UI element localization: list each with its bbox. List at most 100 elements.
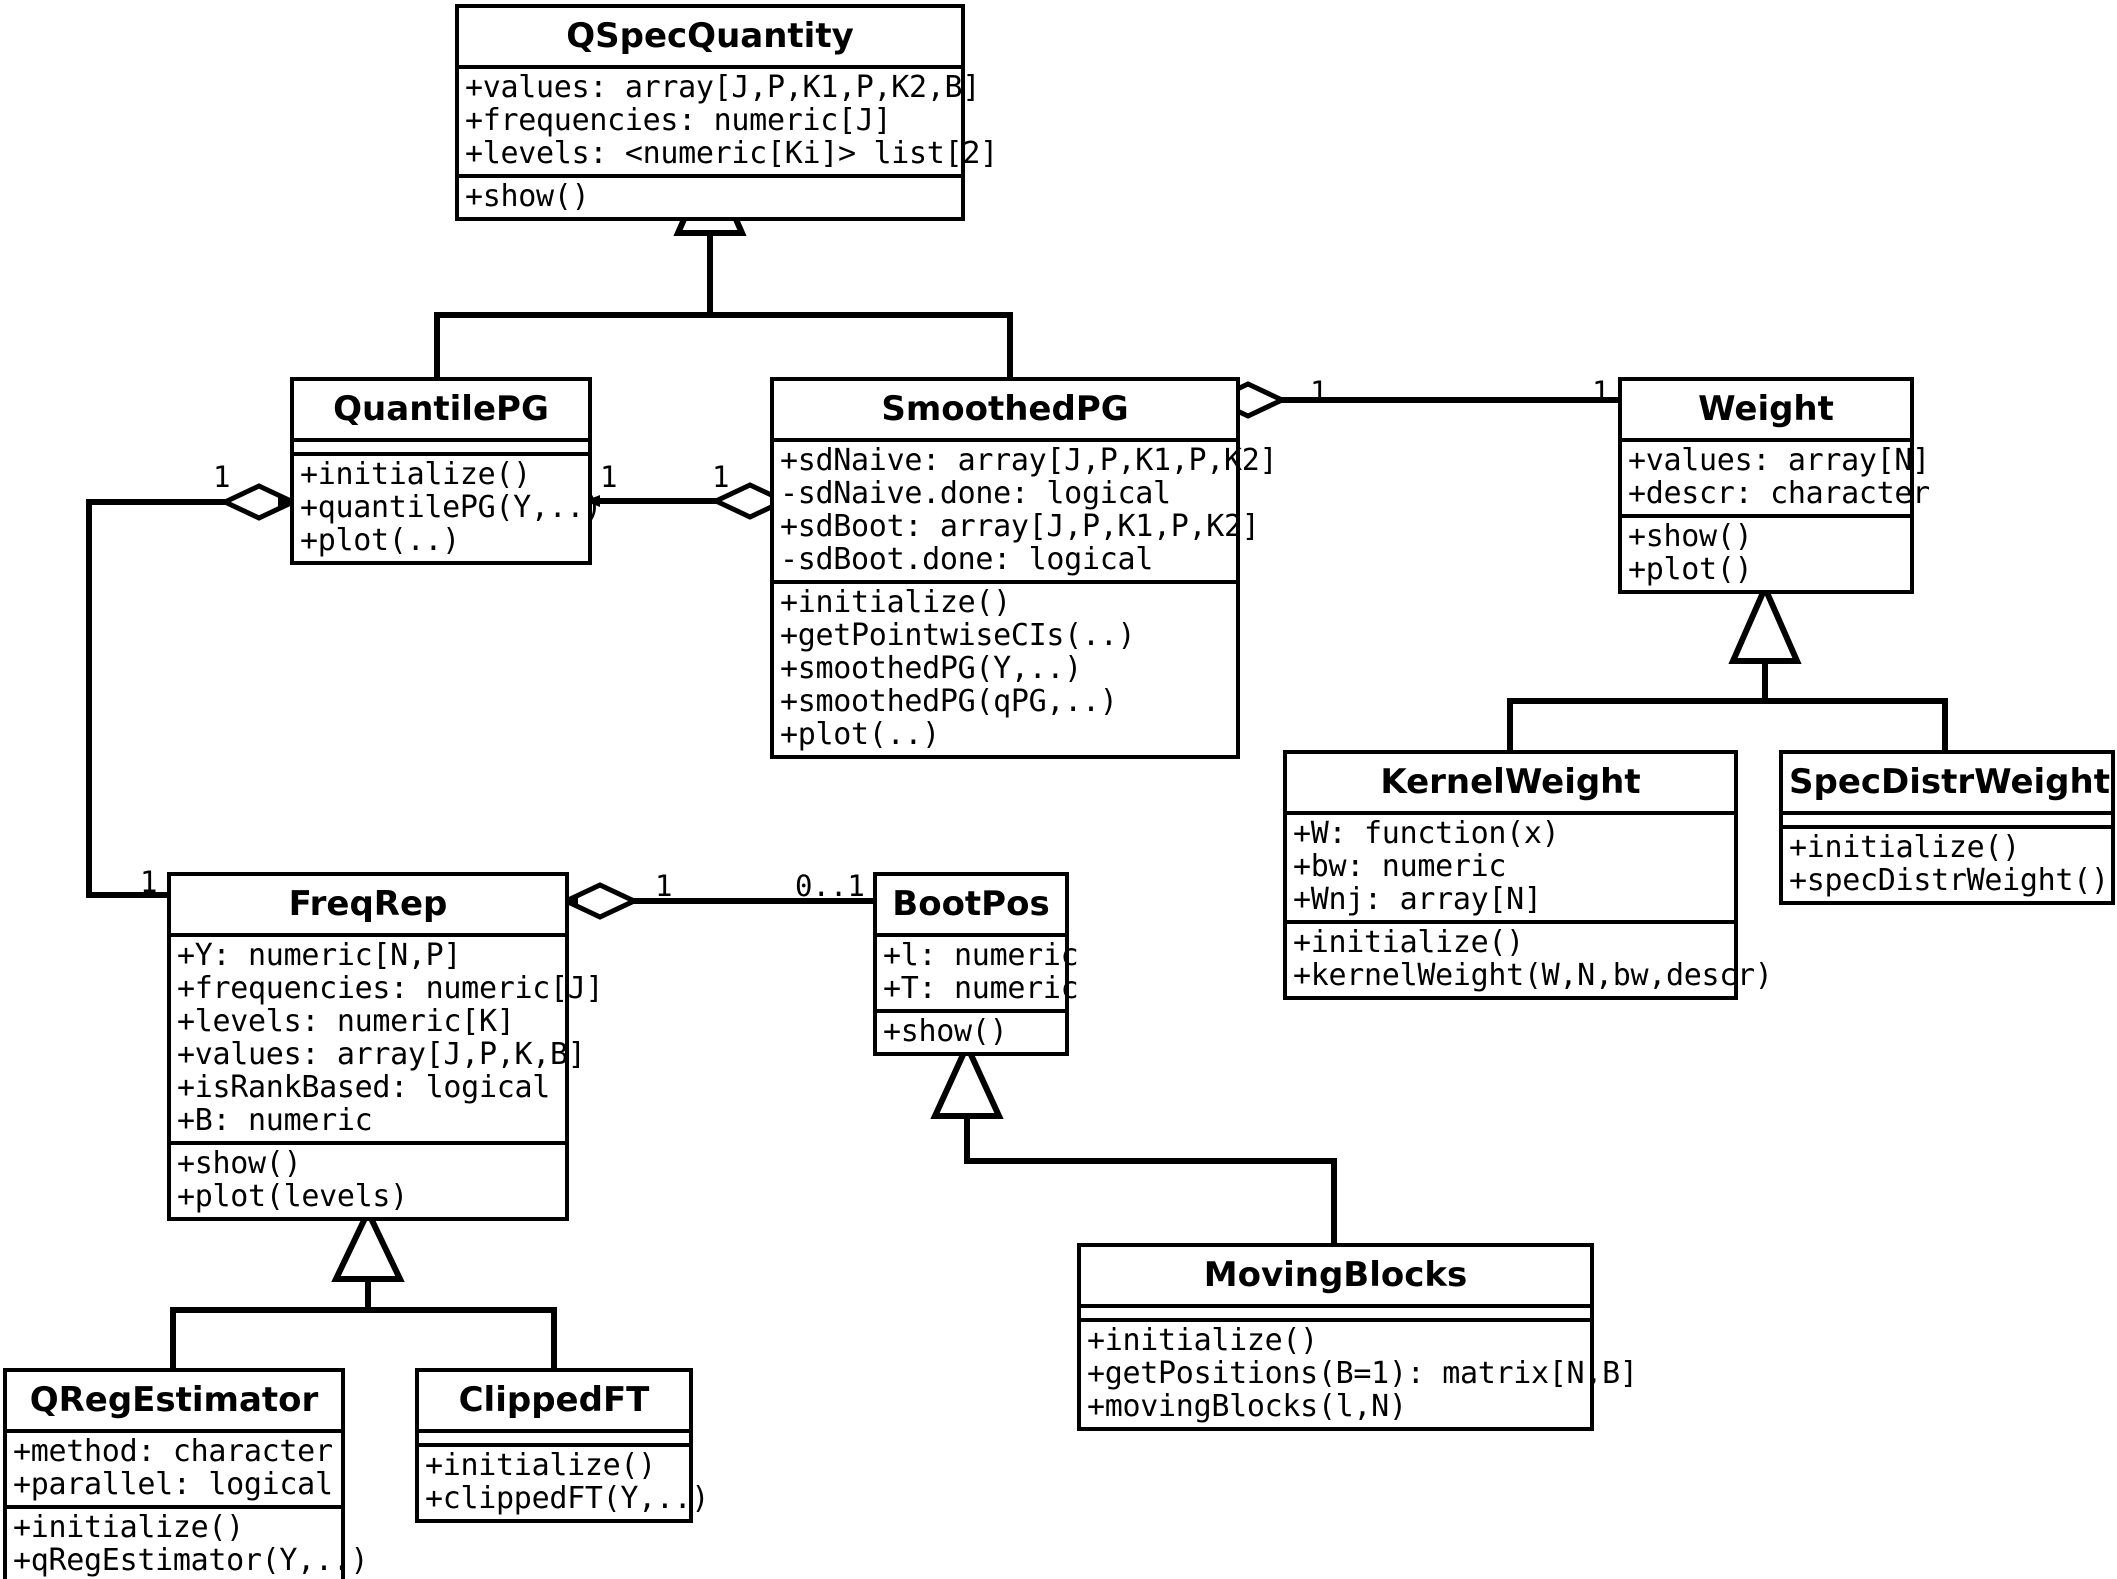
operations-compartment-kernelweight: +initialize() +kernelWeight(W,N,bw,descr… <box>1287 920 1773 996</box>
attribute-row: +T: numeric <box>883 971 1079 1006</box>
operations-compartment-movingblocks: +initialize() +getPositions(B=1): matrix… <box>1081 1318 1638 1427</box>
attribute-row: +levels: numeric[K] <box>177 1004 515 1039</box>
attribute-row: +sdBoot: array[J,P,K1,P,K2] <box>780 509 1260 544</box>
attribute-row: +Wnj: array[N] <box>1293 882 1542 917</box>
operation-row: +initialize() <box>1293 925 1524 960</box>
operation-row: +plot(..) <box>300 523 460 558</box>
operations-compartment-weight: +show() +plot() <box>1622 514 1910 590</box>
operation-row: +smoothedPG(Y,..) <box>780 651 1082 686</box>
attributes-compartment-weight: +values: array[N] +descr: character <box>1622 438 1930 514</box>
operations-compartment-freqrep: +show() +plot(levels) <box>171 1141 565 1217</box>
attribute-row: +isRankBased: logical <box>177 1070 550 1105</box>
multiplicity-smoothedpg-weight-target: 1 <box>1592 375 1610 409</box>
class-title-bootpos: BootPos <box>892 884 1050 924</box>
attributes-compartment-bootpos: +l: numeric +T: numeric <box>877 933 1079 1009</box>
generalization-qregestimator-freqrep <box>170 1205 557 1368</box>
attribute-row: +B: numeric <box>177 1103 373 1138</box>
operation-row: +show() <box>177 1146 302 1181</box>
operation-row: +clippedFT(Y,..) <box>425 1481 710 1516</box>
attribute-row: +frequencies: numeric[J] <box>177 971 604 1006</box>
operation-row: +show() <box>1628 519 1753 554</box>
attributes-compartment-qregestimator: +method: character +parallel: logical <box>7 1429 341 1505</box>
attributes-compartment-specdistrweight <box>1783 811 2111 825</box>
class-title-kernelweight: KernelWeight <box>1380 762 1641 802</box>
attribute-row: -sdNaive.done: logical <box>780 476 1171 511</box>
operation-row: +qRegEstimator(Y,..) <box>13 1543 369 1578</box>
attribute-row: +Y: numeric[N,P] <box>177 938 462 973</box>
aggregation-quantilepg-freqrep <box>86 483 299 898</box>
class-title-smoothedpg: SmoothedPG <box>881 389 1129 429</box>
operation-row: +plot(levels) <box>177 1179 408 1214</box>
class-title-freqrep: FreqRep <box>288 884 448 924</box>
operation-row: +initialize() <box>1087 1323 1318 1358</box>
multiplicity-quantilepg-smoothedpg-target: 1 <box>712 460 730 494</box>
attribute-row: +levels: <numeric[Ki]> list[2] <box>465 136 998 171</box>
multiplicity-quantilepg-freqrep-target: 1 <box>140 865 158 899</box>
class-box-smoothedpg[interactable]: SmoothedPG +sdNaive: array[J,P,K1,P,K2] … <box>770 377 1278 759</box>
attribute-row: +descr: character <box>1628 476 1930 511</box>
attributes-compartment-qspecquantity: +values: array[J,P,K1,P,K2,B] +frequenci… <box>459 65 998 174</box>
operation-row: +initialize() <box>780 585 1011 620</box>
class-box-movingblocks[interactable]: MovingBlocks +initialize() +getPositions… <box>1077 1243 1638 1431</box>
class-title-weight: Weight <box>1698 389 1834 429</box>
attribute-row: +W: function(x) <box>1293 816 1560 851</box>
class-box-weight[interactable]: Weight +values: array[N] +descr: charact… <box>1618 377 1930 594</box>
attribute-row: -sdBoot.done: logical <box>780 542 1153 577</box>
attribute-row: +sdNaive: array[J,P,K1,P,K2] <box>780 443 1278 478</box>
attributes-compartment-kernelweight: +W: function(x) +bw: numeric +Wnj: array… <box>1287 811 1734 920</box>
aggregation-smoothedpg-weight <box>1208 381 1618 419</box>
multiplicity-freqrep-bootpos-target: 0..1 <box>795 869 865 903</box>
class-box-qregestimator[interactable]: QRegEstimator +method: character +parall… <box>3 1368 369 1579</box>
operations-compartment-clippedft: +initialize() +clippedFT(Y,..) <box>419 1443 710 1519</box>
multiplicity-quantilepg-smoothedpg-source: 1 <box>600 460 618 494</box>
attributes-compartment-clippedft <box>419 1429 689 1443</box>
operation-row: +show() <box>883 1014 1008 1049</box>
multiplicity-smoothedpg-weight-source: 1 <box>1310 375 1328 409</box>
class-box-freqrep[interactable]: FreqRep +Y: numeric[N,P] +frequencies: n… <box>167 872 604 1221</box>
class-box-specdistrweight[interactable]: SpecDistrWeight +initialize() +specDistr… <box>1779 750 2115 905</box>
multiplicity-freqrep-bootpos-source: 1 <box>655 869 673 903</box>
attributes-compartment-quantilepg <box>294 438 588 452</box>
class-box-qspecquantity[interactable]: QSpecQuantity +values: array[J,P,K1,P,K2… <box>455 4 998 221</box>
operation-row: +initialize() <box>425 1448 656 1483</box>
class-box-kernelweight[interactable]: KernelWeight +W: function(x) +bw: numeri… <box>1283 750 1773 1000</box>
multiplicity-quantilepg-freqrep-source: 1 <box>213 460 231 494</box>
class-title-movingblocks: MovingBlocks <box>1203 1255 1468 1295</box>
operation-row: +initialize() <box>300 457 531 492</box>
attribute-row: +values: array[N] <box>1628 443 1930 478</box>
class-title-qspecquantity: QSpecQuantity <box>566 16 854 56</box>
class-title-qregestimator: QRegEstimator <box>29 1380 319 1420</box>
attribute-row: +bw: numeric <box>1293 849 1507 884</box>
operation-row: +kernelWeight(W,N,bw,descr) <box>1293 958 1773 993</box>
operation-row: +initialize() <box>1789 830 2020 865</box>
class-title-specdistrweight: SpecDistrWeight <box>1789 762 2110 802</box>
operation-row: +movingBlocks(l,N) <box>1087 1389 1407 1424</box>
attribute-row: +method: character <box>13 1434 333 1469</box>
attribute-row: +values: array[J,P,K1,P,K2,B] <box>465 70 981 105</box>
attribute-row: +frequencies: numeric[J] <box>465 103 892 138</box>
operation-row: +smoothedPG(qPG,..) <box>780 684 1118 719</box>
operation-row: +specDistrWeight() <box>1789 863 2109 898</box>
operations-compartment-specdistrweight: +initialize() +specDistrWeight() <box>1783 825 2111 901</box>
attribute-row: +l: numeric <box>883 938 1079 973</box>
operation-row: +quantilePG(Y,..) <box>300 490 602 525</box>
generalization-kernelweight-weight <box>1507 580 1948 750</box>
operation-row: +plot() <box>1628 552 1753 587</box>
attribute-row: +parallel: logical <box>13 1467 333 1502</box>
attributes-compartment-smoothedpg: +sdNaive: array[J,P,K1,P,K2] -sdNaive.do… <box>774 438 1278 580</box>
class-box-bootpos[interactable]: BootPos +l: numeric +T: numeric +show() <box>873 872 1079 1056</box>
class-box-quantilepg[interactable]: QuantilePG +initialize() +quantilePG(Y,.… <box>290 377 602 565</box>
attributes-compartment-movingblocks <box>1081 1304 1590 1318</box>
operation-row: +show() <box>465 179 590 214</box>
operations-compartment-qspecquantity: +show() <box>459 174 961 217</box>
class-box-clippedft[interactable]: ClippedFT +initialize() +clippedFT(Y,..) <box>415 1368 710 1523</box>
generalization-movingblocks-bootpos <box>930 1038 1337 1243</box>
operations-compartment-smoothedpg: +initialize() +getPointwiseCIs(..) +smoo… <box>774 580 1236 755</box>
attribute-row: +values: array[J,P,K,B] <box>177 1037 586 1072</box>
class-title-quantilepg: QuantilePG <box>333 389 549 429</box>
operation-row: +getPointwiseCIs(..) <box>780 618 1136 653</box>
operations-compartment-quantilepg: +initialize() +quantilePG(Y,..) +plot(..… <box>294 452 602 561</box>
attributes-compartment-freqrep: +Y: numeric[N,P] +frequencies: numeric[J… <box>171 933 604 1141</box>
operation-row: +initialize() <box>13 1510 244 1545</box>
